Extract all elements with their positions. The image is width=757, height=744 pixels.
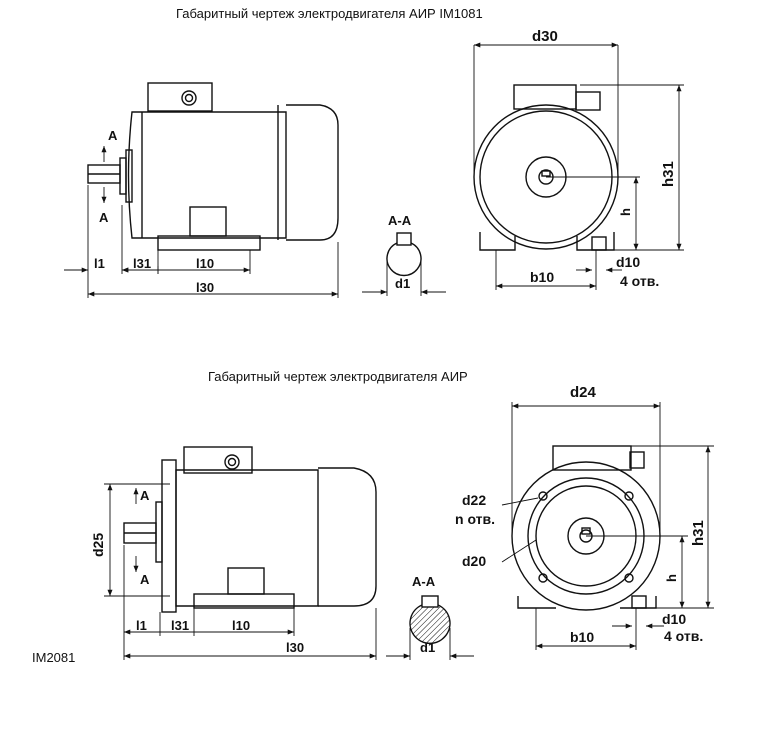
top-dim-l31: l31 (133, 256, 151, 271)
bottom-section-mark-lower: А (140, 572, 150, 587)
top-side-view (87, 82, 339, 251)
bottom-dim-n-holes: n отв. (455, 511, 495, 527)
bottom-dim-d1: d1 (420, 640, 435, 655)
bottom-front-dim-lines (501, 402, 714, 650)
top-side-dim-lines (64, 146, 339, 298)
bottom-dim-l1: l1 (136, 618, 147, 633)
top-section-mark-lower: А (99, 210, 109, 225)
top-dim-h: h (618, 208, 633, 216)
drawing-title-im1081: Габаритный чертеж электродвигателя АИР I… (176, 6, 483, 21)
drawing-title-air: Габаритный чертеж электродвигателя АИР (208, 369, 468, 384)
top-section-mark-upper: А (108, 128, 118, 143)
bottom-front-terminal-box (552, 445, 632, 471)
top-front-dim-lines (473, 42, 684, 290)
mounting-flange (161, 459, 177, 613)
bottom-dim-d24: d24 (570, 384, 597, 401)
top-dim-l10: l10 (196, 256, 214, 271)
terminal-box (147, 82, 213, 112)
mount-type-label: IM2081 (32, 650, 76, 665)
bottom-dim-l10: l10 (232, 618, 250, 633)
bottom-fan-cover (318, 467, 377, 607)
bottom-dim-h: h (664, 574, 679, 582)
bottom-dim-l30: l30 (286, 640, 304, 655)
flange-holes (538, 491, 634, 583)
bottom-dim-d10: d10 (662, 611, 686, 627)
bottom-dim-d20: d20 (462, 553, 486, 569)
bottom-dim-d22: d22 (462, 492, 486, 508)
fan-cover (286, 104, 339, 241)
bottom-dim-h31: h31 (690, 520, 707, 546)
bottom-dim-holes: 4 отв. (664, 628, 703, 644)
top-dim-l1: l1 (94, 256, 105, 271)
top-shaft-section (386, 232, 422, 277)
top-dim-d1: d1 (395, 276, 410, 291)
top-dim-d10: d10 (616, 254, 640, 270)
bottom-dim-d25: d25 (90, 533, 106, 557)
bottom-dim-l31: l31 (171, 618, 189, 633)
top-dim-l30: l30 (196, 280, 214, 295)
top-dim-holes: 4 отв. (620, 273, 659, 289)
bottom-section-title: А-А (412, 574, 436, 589)
bottom-section-mark-upper: А (140, 488, 150, 503)
top-dim-h31: h31 (660, 161, 677, 187)
bottom-side-dim-lines (104, 483, 377, 660)
motor-body (127, 111, 287, 239)
bottom-front-view (511, 445, 661, 611)
top-dim-b10: b10 (530, 269, 554, 285)
top-section-title: А-А (388, 213, 412, 228)
top-dim-d30: d30 (532, 28, 558, 45)
bottom-dim-b10: b10 (570, 629, 594, 645)
bottom-motor-body (175, 469, 319, 607)
bottom-terminal-box (183, 446, 253, 474)
bottom-side-view (123, 446, 377, 613)
bottom-shaft-section (409, 595, 451, 645)
top-front-view (473, 84, 619, 251)
